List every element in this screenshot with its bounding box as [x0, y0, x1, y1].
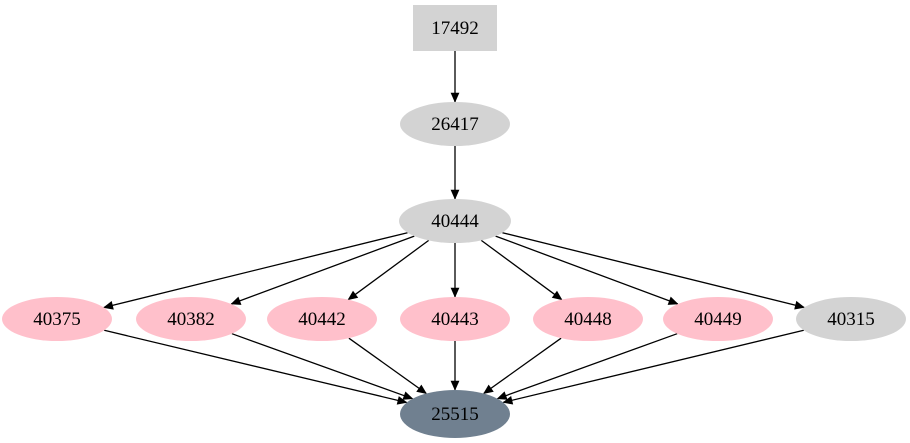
node-ellipse-shape: [400, 297, 510, 341]
node-label: 40442: [298, 309, 346, 330]
edge-40444-to-40448: [480, 239, 563, 301]
node-40315: 40315: [796, 297, 906, 341]
edge-40382-to-25515: [231, 333, 414, 400]
node-40443: 40443: [400, 297, 510, 341]
node-ellipse-shape: [399, 199, 511, 243]
node-box-shape: [413, 5, 497, 51]
edge-40448-to-25515: [483, 337, 562, 395]
edges-layer: [103, 51, 805, 405]
node-label: 40382: [167, 309, 215, 330]
edge-40444-to-40315: [502, 232, 805, 310]
node-ellipse-shape: [267, 297, 377, 341]
edge-40444-to-40382: [230, 235, 415, 305]
edge-40375-to-25515: [104, 329, 408, 405]
node-ellipse-shape: [796, 297, 906, 341]
edge-40444-to-40449: [495, 235, 679, 305]
edge-40449-to-25515: [496, 333, 678, 400]
node-26417: 26417: [400, 102, 510, 146]
edge-40444-to-40442: [347, 239, 430, 301]
node-25515: 25515: [400, 390, 510, 438]
edge-40315-to-25515: [502, 329, 804, 405]
node-label: 25515: [431, 404, 479, 425]
edge-40442-to-25515: [348, 337, 427, 395]
node-40442: 40442: [267, 297, 377, 341]
node-40449: 40449: [663, 297, 773, 341]
node-label: 40315: [827, 309, 875, 330]
node-40375: 40375: [2, 297, 112, 341]
node-ellipse-shape: [2, 297, 112, 341]
node-label: 40448: [564, 309, 612, 330]
node-40382: 40382: [136, 297, 246, 341]
node-ellipse-shape: [136, 297, 246, 341]
node-label: 40449: [694, 309, 742, 330]
node-40444: 40444: [399, 199, 511, 243]
node-label: 17492: [431, 18, 479, 39]
nodes-layer: 17492 26417 40444 40375 40382 40442 40443 40448…: [2, 5, 906, 438]
node-label: 40375: [33, 309, 81, 330]
node-40448: 40448: [533, 297, 643, 341]
node-ellipse-shape: [400, 390, 510, 438]
node-label: 26417: [431, 114, 479, 135]
node-ellipse-shape: [663, 297, 773, 341]
edge-40444-to-40375: [103, 232, 408, 310]
node-17492: 17492: [413, 5, 497, 51]
node-ellipse-shape: [533, 297, 643, 341]
node-label: 40444: [431, 211, 479, 232]
node-ellipse-shape: [400, 102, 510, 146]
node-label: 40443: [431, 309, 479, 330]
